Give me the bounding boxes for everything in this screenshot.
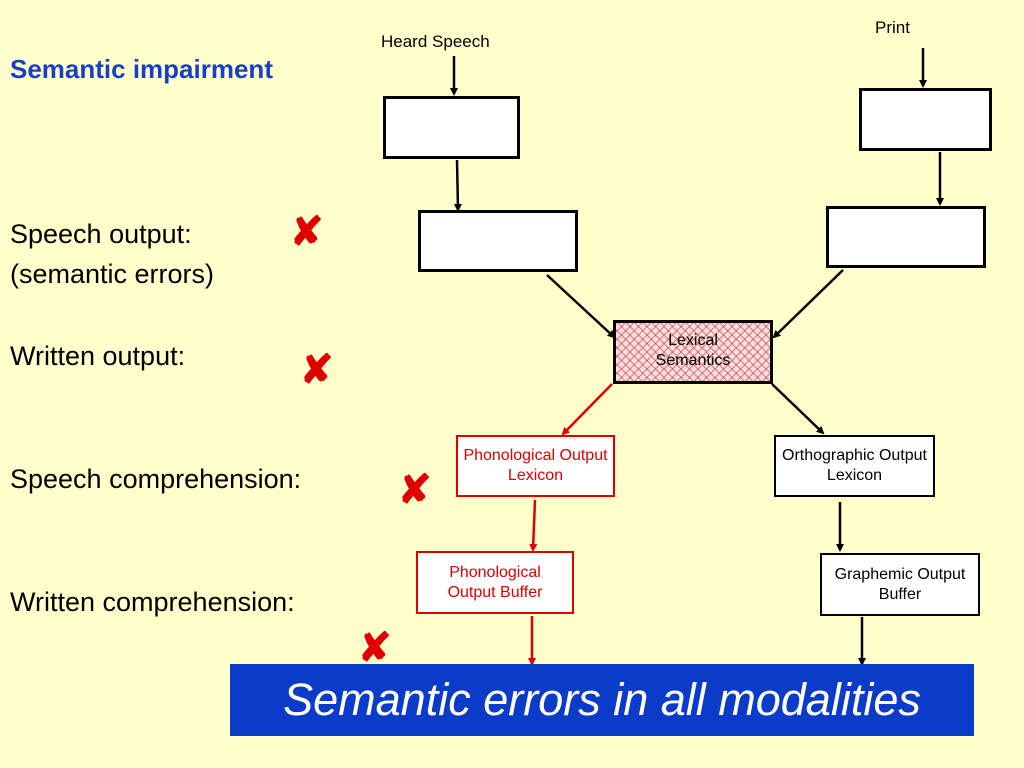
- written-output-label: Written output:: [10, 341, 186, 371]
- lexical-semantics-label: Lexical Semantics: [655, 332, 731, 369]
- cross-icon: ✘: [300, 348, 334, 392]
- lexical-semantics-box: Lexical Semantics: [613, 320, 773, 384]
- speech-output-label: Speech output:: [10, 219, 192, 249]
- phonological-output-buffer-label: Phonological Output Buffer: [447, 563, 543, 601]
- orthographic-input-box: [826, 206, 986, 268]
- graphemic-output-buffer-label: Graphemic Output Buffer: [834, 565, 966, 603]
- speech-comprehension-label: Speech comprehension:: [10, 464, 302, 494]
- arrow-to-semantics-right: [772, 269, 844, 339]
- arrow-to-orthographic: [771, 383, 825, 435]
- arrow-to-phonological-lexicon: [561, 383, 613, 436]
- slide-title: Semantic impairment: [10, 54, 273, 84]
- cross-icon: ✘: [398, 468, 432, 512]
- cross-icon: ✘: [290, 210, 324, 254]
- graphemic-output-buffer-box: Graphemic Output Buffer: [820, 553, 980, 616]
- cross-icon: ✘: [358, 626, 392, 670]
- visual-analysis-box: [859, 88, 992, 151]
- auditory-analysis-box: [383, 96, 520, 159]
- heard-speech-label: Heard Speech: [381, 32, 490, 51]
- semantic-errors-label: (semantic errors): [10, 259, 215, 289]
- phonological-output-lexicon-label: Phonological Output Lexicon: [463, 447, 608, 484]
- orthographic-output-lexicon-box: Orthographic Output Lexicon: [774, 435, 935, 497]
- written-comprehension-label: Written comprehension:: [10, 587, 295, 617]
- orthographic-output-lexicon-label: Orthographic Output Lexicon: [782, 447, 927, 484]
- phonological-output-lexicon-box: Phonological Output Lexicon: [456, 435, 615, 497]
- phonological-output-buffer-box: Phonological Output Buffer: [416, 551, 574, 614]
- arrow-to-phonological-buffer: [529, 499, 538, 552]
- arrow-to-semantics-left: [546, 274, 616, 339]
- print-label: Print: [875, 18, 910, 37]
- arrow-auditory-1: [453, 159, 462, 212]
- auditory-lexicon-box: [418, 210, 578, 272]
- conclusion-banner: Semantic errors in all modalities: [230, 664, 974, 736]
